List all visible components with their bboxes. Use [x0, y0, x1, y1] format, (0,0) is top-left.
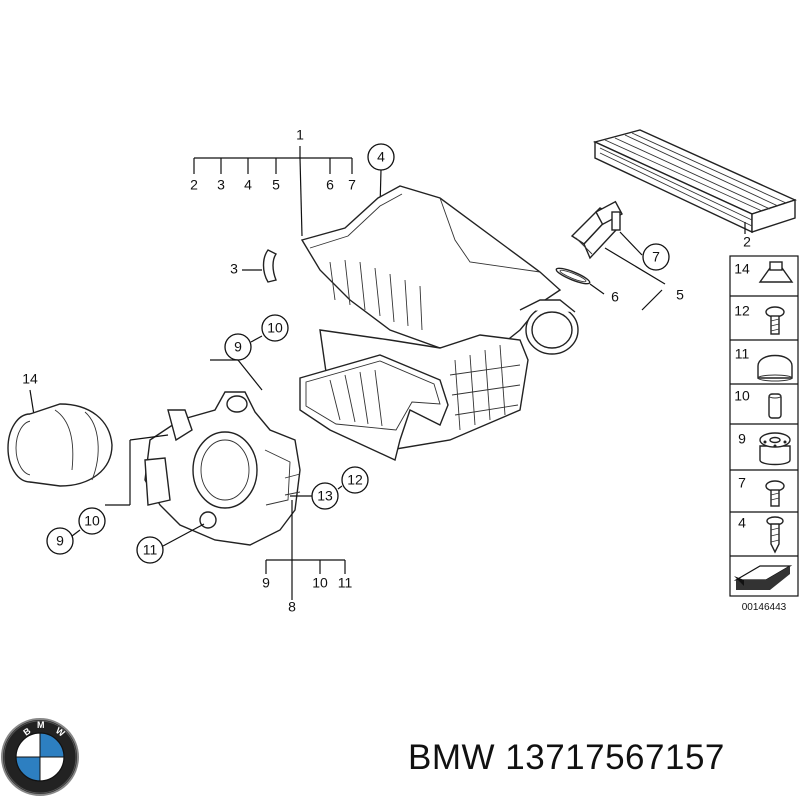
legend-label-10: 10	[734, 388, 750, 404]
screw-icon	[765, 306, 785, 335]
callout-7-top: 7	[348, 177, 356, 193]
grommet-icon	[759, 432, 791, 466]
callout-11-bottom-group: 11	[136, 523, 205, 564]
hardware-legend: 14 12 11 10 9	[729, 255, 799, 613]
callout-14-left: 14	[22, 371, 38, 387]
callout-group-8: 9 10 11 8	[262, 500, 352, 615]
callout-12-13-right: 12 13	[290, 466, 369, 510]
svg-text:B: B	[21, 725, 32, 737]
diagram-number: 00146443	[742, 602, 787, 613]
callout-9-10-top: 10 9	[210, 314, 289, 391]
callout-5-sensor: 5	[676, 287, 684, 303]
callout-7-circle: 7	[652, 249, 660, 265]
clip-nut-icon	[758, 261, 794, 283]
callout-5-top: 5	[272, 177, 280, 193]
callout-6-seal: 6	[611, 289, 619, 305]
callout-3-top: 3	[217, 177, 225, 193]
callout-2-top: 2	[190, 177, 198, 193]
callout-11-bottom: 11	[143, 542, 158, 558]
callout-3-clip: 3	[230, 261, 238, 277]
legend-label-9: 9	[738, 431, 746, 447]
callout-1: 1	[296, 127, 304, 143]
air-filter-housing	[299, 185, 579, 461]
callout-6-top: 6	[326, 177, 334, 193]
callout-2-filter: 2	[743, 234, 751, 250]
spring-clip: 3	[230, 249, 278, 283]
seal-ring: 6	[555, 267, 619, 305]
callout-group-1: 1 2 3 4 5 6 7	[190, 127, 356, 237]
brand-part-number: BMW 13717567157	[408, 738, 725, 777]
torx-screw-icon	[765, 480, 785, 507]
sleeve-icon	[768, 393, 782, 419]
intake-resonator	[144, 391, 301, 546]
callout-4-top: 4	[244, 177, 252, 193]
callout-10-bottom: 10	[312, 575, 328, 591]
callout-7-circle-group: 7	[642, 243, 670, 271]
callout-12-right: 12	[347, 472, 363, 488]
callout-8-bottom: 8	[288, 599, 296, 615]
self-tapping-screw-icon	[766, 516, 784, 554]
callout-9-bottom: 9	[262, 575, 270, 591]
callout-9-10-left: 10 9	[46, 434, 169, 555]
legend-label-14: 14	[734, 261, 750, 277]
svg-text:M: M	[37, 720, 45, 730]
callout-10-top: 10	[267, 320, 283, 336]
legend-label-7: 7	[738, 475, 746, 491]
callout-9-left: 9	[56, 533, 64, 549]
air-mass-sensor: 5	[570, 200, 684, 311]
legend-label-4: 4	[738, 515, 746, 531]
intake-duct: 14	[7, 371, 113, 487]
callout-4-circle: 4	[377, 149, 385, 165]
rubber-cap-icon	[757, 354, 793, 382]
legend-label-11: 11	[735, 346, 750, 362]
air-filter-element: 2	[592, 129, 797, 250]
callout-10-left: 10	[84, 513, 100, 529]
arrow-icon	[733, 565, 793, 590]
callout-11-bottom-b: 11	[338, 575, 353, 591]
bmw-logo: B M W	[1, 718, 79, 796]
callout-9-top: 9	[234, 339, 242, 355]
callout-13-right: 13	[317, 488, 333, 504]
legend-label-12: 12	[734, 303, 750, 319]
